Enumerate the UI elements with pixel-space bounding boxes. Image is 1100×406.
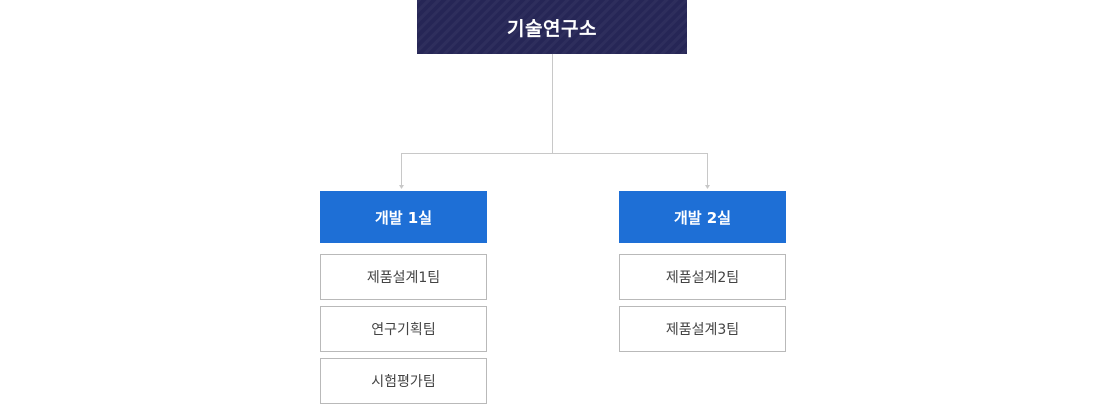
org-top-box: 기술연구소 [417,0,687,54]
team-box: 제품설계3팀 [619,306,786,352]
team-label: 연구기획팀 [371,322,436,338]
dept-box-1: 개발 1실 [320,191,487,243]
dept-box-2: 개발 2실 [619,191,786,243]
team-box: 시험평가팀 [320,358,487,404]
team-label: 제품설계1팀 [366,270,441,286]
dept-label-2: 개발 2실 [673,208,732,227]
team-box: 연구기획팀 [320,306,487,352]
dept-label-1: 개발 1실 [374,208,433,227]
team-box: 제품설계2팀 [619,254,786,300]
team-box: 제품설계1팀 [320,254,487,300]
org-top-label: 기술연구소 [507,17,597,40]
connector-right-arrowhead [705,185,710,189]
team-label: 제품설계3팀 [665,322,740,338]
team-label: 제품설계2팀 [665,270,740,286]
team-label: 시험평가팀 [371,374,436,390]
connector-left-arrowhead [399,185,404,189]
